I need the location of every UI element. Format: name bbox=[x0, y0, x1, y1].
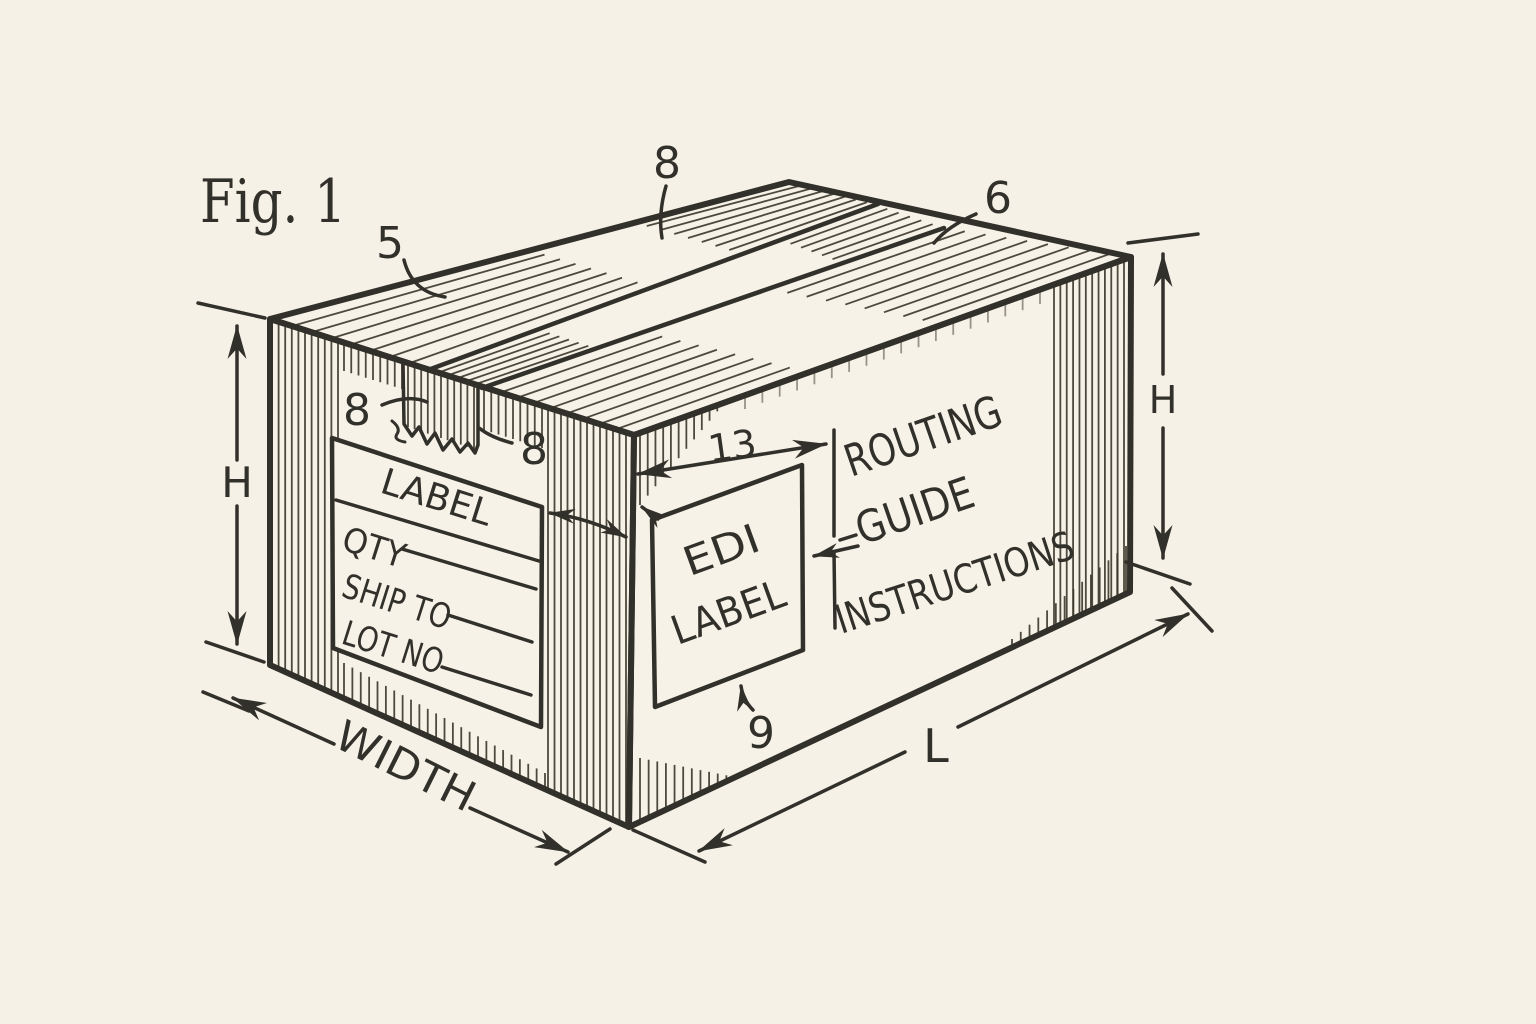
hatch-line bbox=[599, 362, 772, 425]
hatch-line bbox=[687, 193, 834, 239]
hatch-line bbox=[800, 211, 899, 249]
hatch-line bbox=[549, 348, 718, 410]
dim-length-label: L bbox=[923, 719, 949, 773]
hatch-line bbox=[463, 341, 579, 383]
right-face-outline bbox=[626, 254, 1134, 830]
carton-top-face bbox=[270, 182, 1131, 435]
dim-h-right-label: H bbox=[1149, 378, 1178, 422]
ref-6: 6 bbox=[984, 173, 1012, 224]
leader-8-top bbox=[658, 184, 668, 240]
routing-ref-line-lower bbox=[832, 550, 837, 630]
offset-13-arrow bbox=[636, 439, 828, 479]
length-left-tick bbox=[631, 828, 707, 864]
hatch-line bbox=[616, 366, 791, 430]
width-right-tick bbox=[554, 827, 612, 866]
h-right-top-tick bbox=[1126, 232, 1200, 245]
hatch-line bbox=[390, 276, 623, 358]
tape-tear-curl bbox=[390, 419, 407, 444]
leader-5 bbox=[402, 258, 447, 299]
shipping-label-outline bbox=[329, 435, 545, 730]
guide-dash bbox=[838, 533, 858, 542]
hatch-line bbox=[646, 184, 801, 227]
h-left-bottom-tick bbox=[204, 640, 266, 664]
hatch-line bbox=[903, 249, 1090, 318]
hatch-line bbox=[660, 187, 812, 231]
ref-8-tear-right: 8 bbox=[520, 424, 548, 475]
width-arrow-right bbox=[468, 806, 570, 854]
edge-to-edi-arrow bbox=[640, 505, 667, 528]
edi-label-outline bbox=[649, 462, 806, 710]
hatch-line bbox=[845, 240, 1028, 306]
hatch-line bbox=[291, 253, 545, 327]
ref-9: 9 bbox=[747, 708, 775, 759]
ship-to-blank-line bbox=[446, 613, 534, 644]
hatch-line bbox=[454, 338, 570, 380]
leader-9 bbox=[737, 684, 755, 712]
hatch-line bbox=[674, 190, 823, 235]
lot-no-blank-line bbox=[440, 665, 533, 697]
dim-13-label: 13 bbox=[705, 421, 759, 471]
hatch-line bbox=[922, 252, 1111, 321]
hatch-line bbox=[701, 195, 845, 243]
tape-seam-back bbox=[425, 201, 881, 373]
hatch-line bbox=[832, 223, 933, 261]
hatch-line bbox=[566, 353, 736, 415]
hatch-line bbox=[811, 215, 911, 253]
shipping-label-panel bbox=[329, 435, 545, 730]
hatch-line bbox=[436, 332, 550, 374]
hatch-line bbox=[350, 267, 592, 346]
length-right-tick bbox=[1170, 586, 1214, 633]
hatch-line bbox=[790, 207, 888, 245]
hatch-line bbox=[445, 335, 560, 377]
leader-8-right bbox=[477, 426, 514, 445]
tape-tear-outline bbox=[401, 360, 480, 455]
hatch-line bbox=[472, 344, 589, 386]
ref-5: 5 bbox=[376, 218, 404, 269]
dim-h-left-label: H bbox=[221, 458, 253, 507]
dimension-lines bbox=[196, 184, 1214, 866]
hatch-line bbox=[583, 357, 754, 420]
tape-seam-front bbox=[479, 225, 947, 391]
qty-blank-line bbox=[400, 547, 538, 591]
hatch-line bbox=[864, 243, 1049, 310]
hatch-line bbox=[330, 263, 576, 340]
hatch-line bbox=[825, 236, 1007, 302]
leader-6 bbox=[932, 212, 978, 245]
width-arrow-left bbox=[231, 696, 336, 746]
h-right-bottom-tick bbox=[1124, 560, 1192, 586]
hatch-line bbox=[498, 335, 663, 394]
label-to-edge-arrow bbox=[548, 508, 628, 539]
hatch-line bbox=[883, 246, 1069, 314]
length-arrow-left bbox=[697, 750, 907, 853]
length-arrow-right bbox=[956, 612, 1190, 729]
tape-tear-piece bbox=[390, 360, 480, 455]
h-left-top-tick bbox=[196, 301, 267, 320]
ref-8-tear-left: 8 bbox=[343, 385, 371, 436]
carton-right-face bbox=[629, 257, 1131, 827]
hatch-line bbox=[515, 340, 681, 400]
carton-edges bbox=[267, 179, 1134, 830]
hatch-line bbox=[532, 344, 699, 405]
hatch-line bbox=[821, 219, 922, 257]
ref-8-top: 8 bbox=[653, 138, 681, 189]
leader-8-left bbox=[380, 396, 429, 407]
label-title-divider bbox=[334, 498, 541, 563]
tape-seams bbox=[425, 201, 947, 391]
hatch-line bbox=[715, 198, 857, 247]
hatch-line bbox=[370, 272, 607, 352]
hatch-line bbox=[728, 201, 868, 251]
figure-caption: Fig. 1 bbox=[200, 167, 346, 237]
guide-to-edi-arrow bbox=[812, 543, 860, 558]
hatch-line bbox=[409, 281, 638, 364]
hatch-line bbox=[806, 233, 986, 298]
